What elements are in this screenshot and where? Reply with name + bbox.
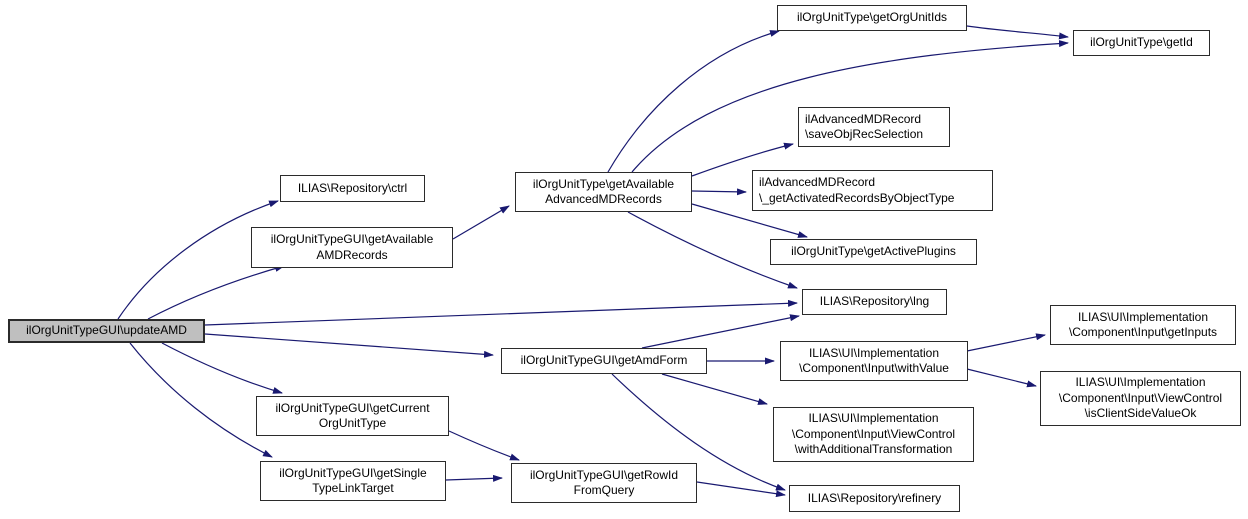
- edge-getAmdForm-to-withAdditionalTransformation: [661, 373, 768, 405]
- node-withAdditionalTransformation-label-line: ILIAS\UI\Implementation: [808, 411, 939, 426]
- node-updateAMD: ilOrgUnitTypeGUI\updateAMD: [8, 319, 205, 343]
- node-getAvailableAMDRecords-label-line: ilOrgUnitTypeGUI\getAvailable: [270, 232, 434, 246]
- node-isClientSideValueOk-label-line: \Component\Input\ViewControl: [1058, 390, 1223, 405]
- node-getOrgUnitIds[interactable]: ilOrgUnitType\getOrgUnitIds: [777, 5, 967, 31]
- node-getAvailableAdvancedMDRecords-label-line: ilOrgUnitType\getAvailable: [532, 176, 675, 191]
- edge-getAvailableAdvancedMDRecords-to-lng: [627, 211, 798, 289]
- edge-updateAMD-to-getAvailableAMDRecords: [147, 265, 285, 320]
- node-getSingleTypeLinkTarget-label-line: ilOrgUnitTypeGUI\getSingle: [279, 465, 427, 480]
- edge-getAvailableAdvancedMDRecords-to-getOrgUnitIds: [607, 30, 780, 173]
- node-getActivePlugins-label-line: ilOrgUnitType\getActivePlugins: [791, 244, 956, 259]
- edge-getAvailableAMDRecords-to-getAvailableAdvancedMDRecords: [452, 205, 510, 240]
- node-refinery-label-line: ILIAS\Repository\refinery: [807, 490, 942, 505]
- node-getSingleTypeLinkTarget-label-line: TypeLinkTarget: [312, 481, 394, 495]
- edge-updateAMD-to-ctrl: [117, 200, 279, 320]
- edges-group: [117, 25, 1069, 498]
- node-withAdditionalTransformation-label-line: \withAdditionalTransformation: [794, 442, 953, 457]
- node-withValue-label-line: \Component\Input\withValue: [799, 361, 949, 375]
- node-isClientSideValueOk-label-line: ILIAS\UI\Implementation: [1075, 375, 1206, 390]
- node-getOrgUnitIds-label-line: ilOrgUnitType\getOrgUnitIds: [796, 10, 948, 25]
- node-getInputs-label-line: ILIAS\UI\Implementation: [1077, 309, 1209, 324]
- node-getId[interactable]: ilOrgUnitType\getId: [1073, 30, 1210, 56]
- node-isClientSideValueOk-label-line: \isClientSideValueOk: [1084, 406, 1197, 421]
- node-getId-label-line: ilOrgUnitType\getId: [1090, 35, 1193, 50]
- edge-getOrgUnitIds-to-getId: [966, 25, 1069, 40]
- node-lng-label-line: ILIAS\Repository\lng: [819, 294, 930, 309]
- node-getRowIdFromQuery-label-line: FromQuery: [573, 483, 635, 497]
- node-getAmdForm-label-line: ilOrgUnitTypeGUI\getAmdForm: [520, 353, 688, 368]
- node-refinery[interactable]: ILIAS\Repository\refinery: [789, 485, 960, 512]
- edge-getSingleTypeLinkTarget-to-getRowIdFromQuery: [445, 474, 503, 482]
- node-getRowIdFromQuery-label-line: ilOrgUnitTypeGUI\getRowId: [529, 467, 679, 482]
- edge-getAmdForm-to-refinery: [611, 373, 786, 491]
- node-lng[interactable]: ILIAS\Repository\lng: [802, 289, 947, 315]
- node-ctrl-label-line: ILIAS\Repository\ctrl: [297, 180, 408, 195]
- node-ctrl[interactable]: ILIAS\Repository\ctrl: [280, 175, 425, 202]
- node-withValue-label-line: ILIAS\UI\Implementation: [808, 345, 940, 360]
- node-getActivatedRecordsByObjectType-label-line: ilAdvancedMDRecord: [759, 175, 876, 189]
- node-getInputs[interactable]: ILIAS\UI\Implementation\Component\Input\…: [1050, 305, 1236, 345]
- node-saveObjRecSelection[interactable]: ilAdvancedMDRecord\saveObjRecSelection: [798, 107, 950, 147]
- node-getInputs-label-line: \Component\Input\getInputs: [1068, 325, 1218, 339]
- edge-updateAMD-to-getSingleTypeLinkTarget: [129, 342, 273, 458]
- node-updateAMD-label-line: ilOrgUnitTypeGUI\updateAMD: [26, 323, 187, 338]
- node-getActivatedRecordsByObjectType[interactable]: ilAdvancedMDRecord\_getActivatedRecordsB…: [752, 170, 993, 211]
- edge-getCurrentOrgUnitType-to-getRowIdFromQuery: [448, 430, 520, 461]
- edge-updateAMD-to-getAmdForm: [204, 333, 494, 358]
- edge-updateAMD-to-lng: [204, 299, 798, 326]
- node-withValue[interactable]: ILIAS\UI\Implementation\Component\Input\…: [780, 341, 968, 381]
- node-saveObjRecSelection-label-line: \saveObjRecSelection: [805, 127, 924, 141]
- node-isClientSideValueOk[interactable]: ILIAS\UI\Implementation\Component\Input\…: [1040, 371, 1241, 426]
- node-getAmdForm[interactable]: ilOrgUnitTypeGUI\getAmdForm: [501, 348, 707, 374]
- edge-withValue-to-isClientSideValueOk: [966, 368, 1037, 388]
- edge-withValue-to-getInputs: [966, 333, 1046, 352]
- edge-getRowIdFromQuery-to-refinery: [696, 481, 786, 498]
- edge-getAvailableAdvancedMDRecords-to-getId: [631, 40, 1069, 173]
- node-getAvailableAdvancedMDRecords-label-line: AdvancedMDRecords: [545, 192, 662, 206]
- edge-updateAMD-to-getCurrentOrgUnitType: [161, 342, 283, 394]
- node-withAdditionalTransformation[interactable]: ILIAS\UI\Implementation\Component\Input\…: [773, 407, 974, 462]
- edge-getAvailableAdvancedMDRecords-to-saveObjRecSelection: [691, 142, 794, 177]
- node-getCurrentOrgUnitType-label-line: OrgUnitType: [318, 416, 387, 430]
- edge-getAvailableAdvancedMDRecords-to-getActivatedRecordsByObjectType: [691, 188, 747, 196]
- node-withAdditionalTransformation-label-line: \Component\Input\ViewControl: [791, 426, 956, 441]
- node-saveObjRecSelection-label-line: ilAdvancedMDRecord: [805, 111, 922, 126]
- node-getActivePlugins[interactable]: ilOrgUnitType\getActivePlugins: [770, 239, 977, 265]
- node-getActivatedRecordsByObjectType-label-line: \_getActivatedRecordsByObjectType: [759, 190, 955, 205]
- edge-getAvailableAdvancedMDRecords-to-getActivePlugins: [691, 203, 808, 238]
- node-getAvailableAMDRecords-label-line: AMDRecords: [316, 247, 388, 262]
- edge-getAmdForm-to-lng: [641, 314, 800, 349]
- node-getCurrentOrgUnitType-label-line: ilOrgUnitTypeGUI\getCurrent: [275, 400, 430, 415]
